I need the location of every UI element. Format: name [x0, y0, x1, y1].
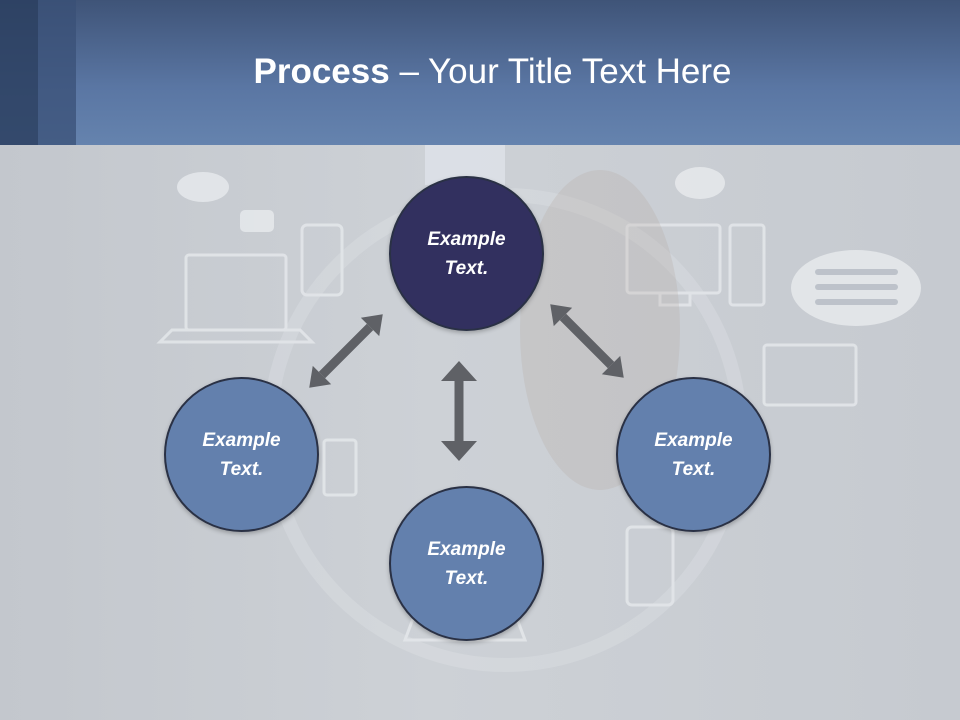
header-accent-dark: [0, 0, 38, 145]
header-accent-mid: [38, 0, 76, 145]
title-bold: Process: [253, 52, 390, 91]
tablet-icon: [762, 343, 858, 407]
speech-bubble-icon: [675, 167, 725, 199]
chat-bubble-small-icon: [240, 210, 274, 232]
phone-icon: [300, 223, 344, 297]
monitor-icon: [625, 223, 722, 295]
title-rest: – Your Title Text Here: [389, 52, 732, 91]
slide-title: Process – Your Title Text Here: [0, 52, 960, 92]
tower-icon: [728, 223, 766, 307]
chat-bubble-icon: [177, 172, 229, 202]
mobile-icon: [625, 525, 675, 607]
header-bar: Process – Your Title Text Here: [0, 0, 960, 145]
laptop-base-icon: [156, 328, 316, 344]
camera-icon: [322, 438, 358, 497]
laptop-icon: [184, 253, 288, 332]
